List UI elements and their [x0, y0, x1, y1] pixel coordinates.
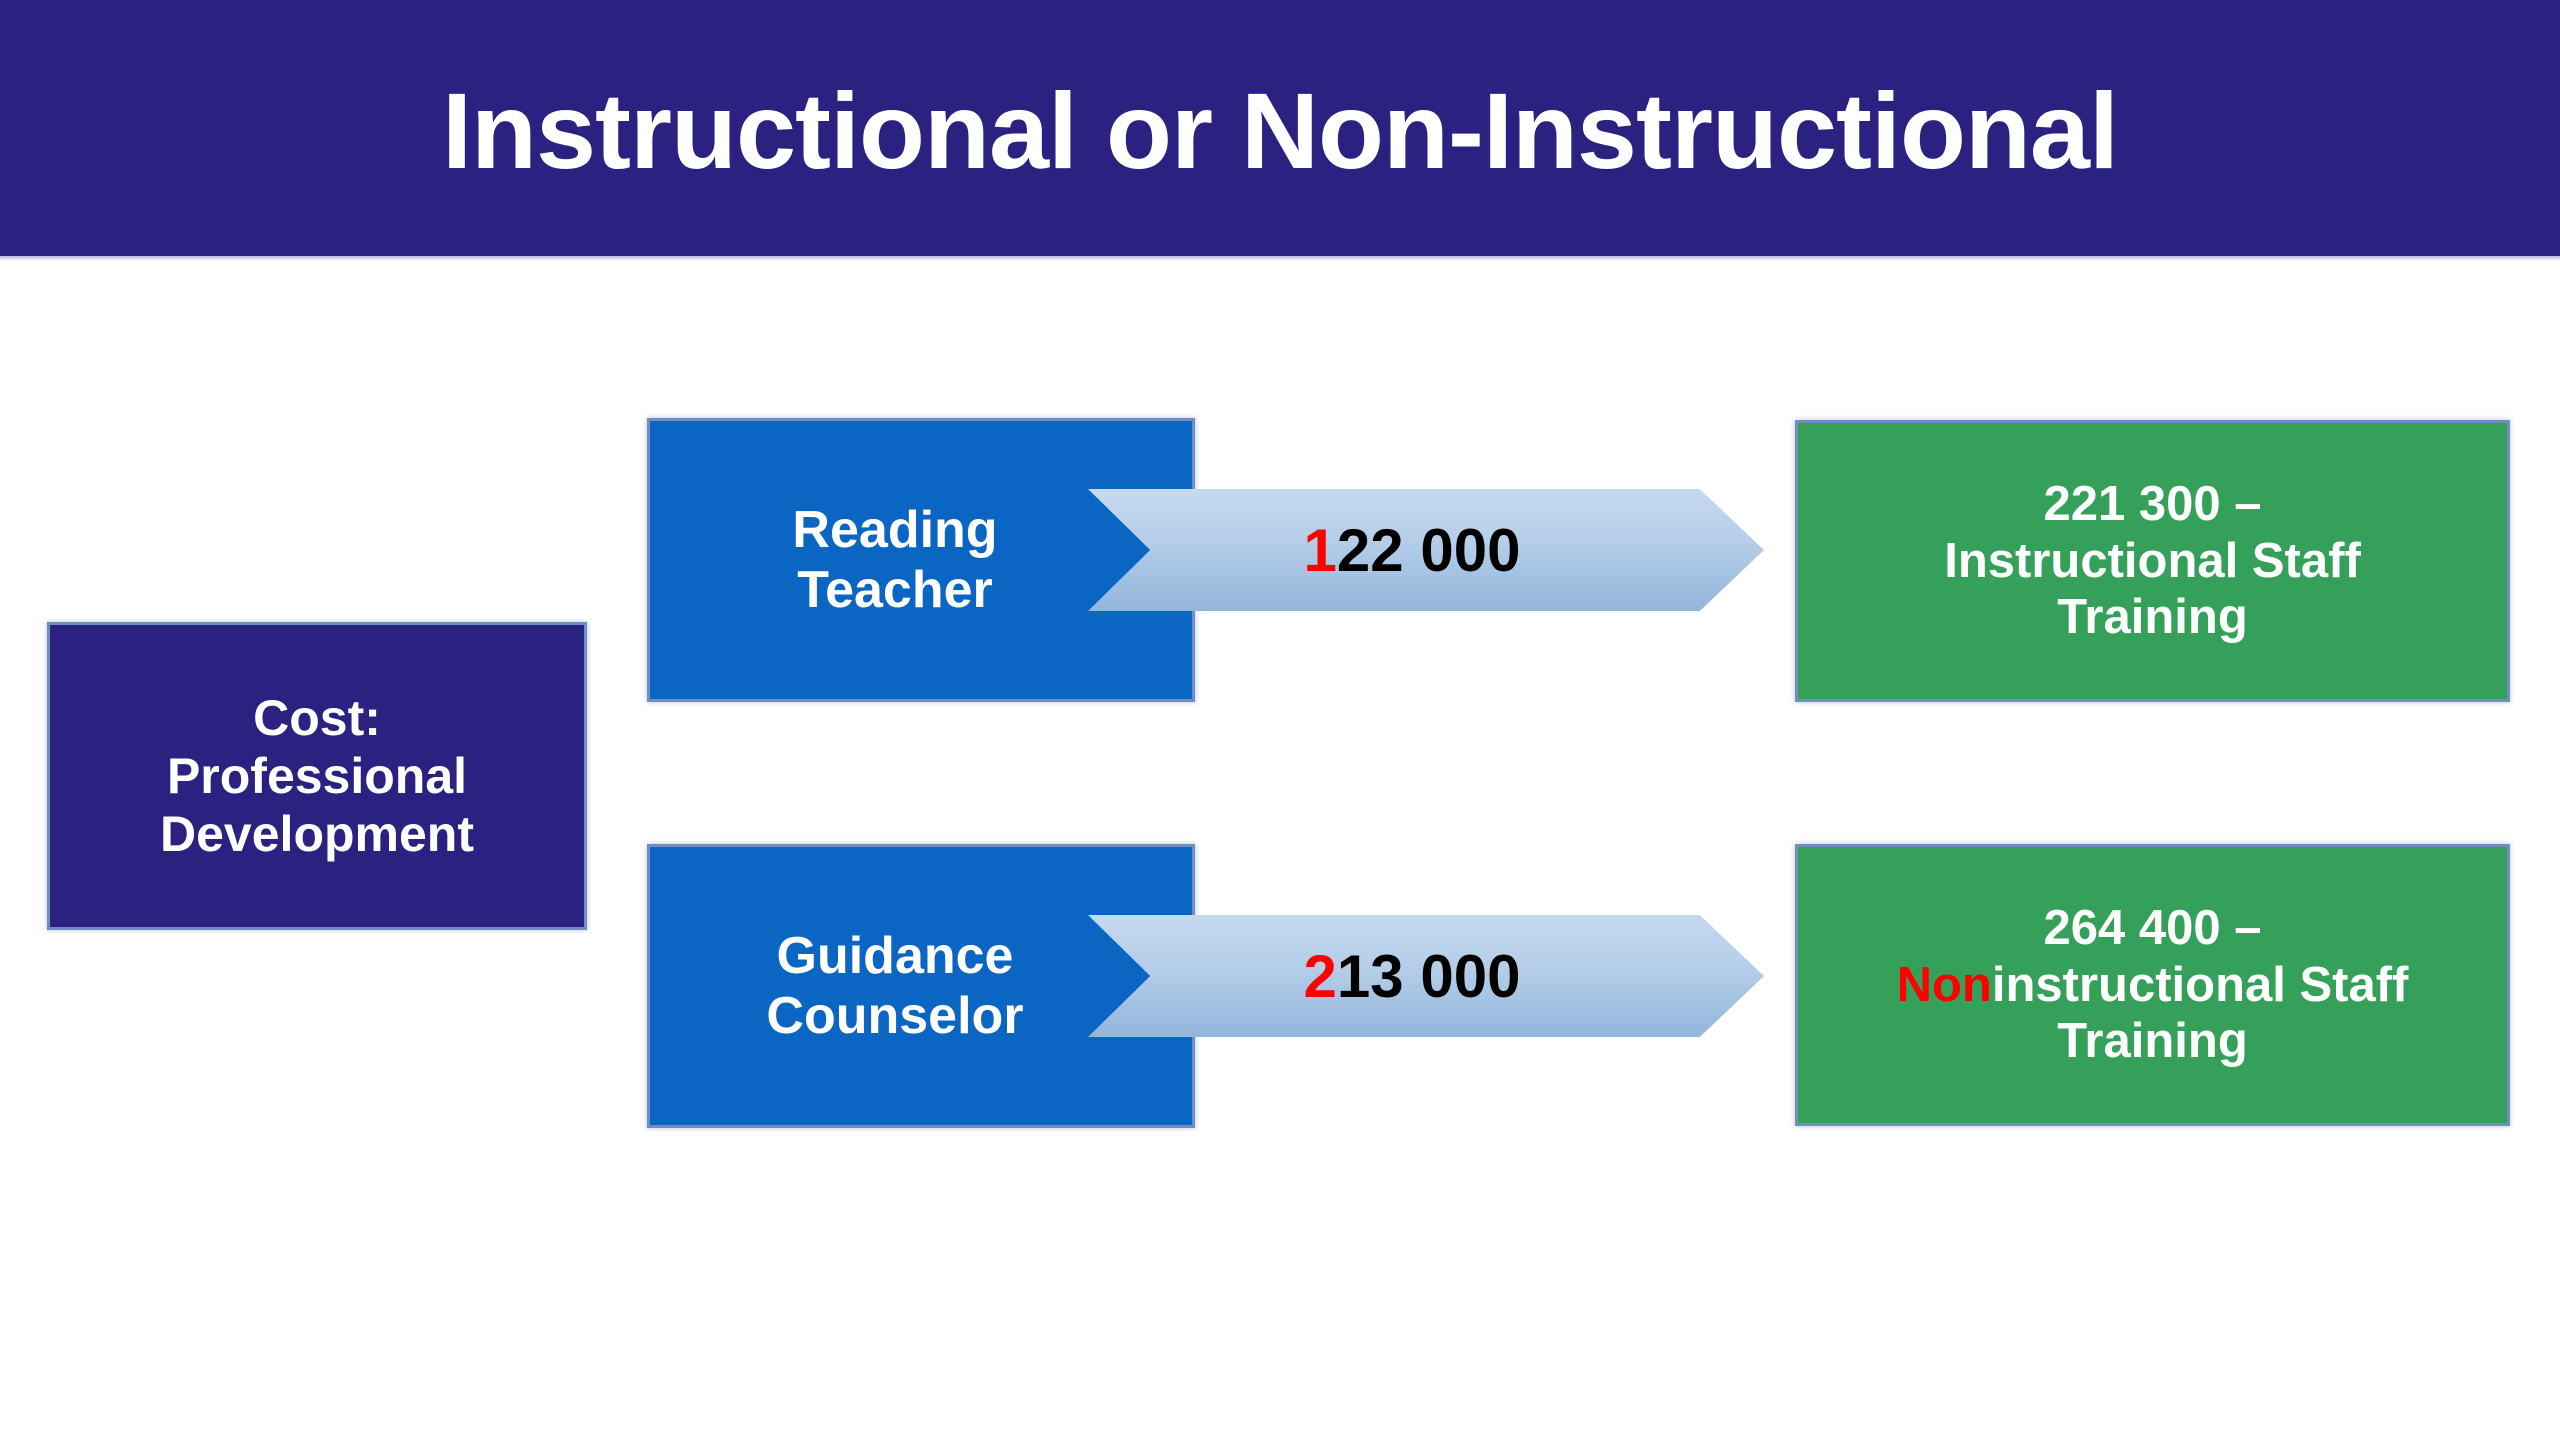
role-label-guidance-counselor: Guidance Counselor: [766, 926, 1075, 1047]
role-label-reading-teacher: Reading Teacher: [792, 500, 1049, 621]
slide-title: Instructional or Non-Instructional: [441, 70, 2119, 192]
role-box-guidance-counselor[interactable]: Guidance Counselor: [647, 844, 1195, 1128]
outcome-description-text: Instructional Staff: [1944, 533, 2361, 588]
cost-source-box[interactable]: Cost: Professional Development: [47, 622, 587, 930]
outcome-box-noninstructional[interactable]: 264 400 – Noninstructional Staff Trainin…: [1795, 844, 2510, 1126]
role-line-2: Counselor: [766, 987, 1024, 1045]
outcome-red-prefix: Non: [1896, 957, 1992, 1012]
chevron-arrow-icon: [1088, 489, 1764, 611]
outcome-number: 221 300 –: [2043, 476, 2262, 531]
role-box-reading-teacher[interactable]: Reading Teacher: [647, 418, 1195, 702]
arrow-code-rest: 13 000: [1336, 942, 1521, 1010]
outcome-number: 264 400 –: [2043, 900, 2262, 955]
outcome-label-noninstructional: 264 400 – Noninstructional Staff Trainin…: [1897, 900, 2409, 1070]
title-banner: Instructional or Non-Instructional: [0, 0, 2560, 256]
title-banner-divider: [0, 256, 2560, 261]
role-line-1: Guidance: [776, 926, 1014, 985]
outcome-box-instructional[interactable]: 221 300 – Instructional Staff Training: [1795, 420, 2510, 702]
cost-source-label: Cost: Professional Development: [160, 689, 474, 863]
role-line-2: Teacher: [797, 561, 993, 619]
cost-source-line-2: Professional: [166, 748, 468, 804]
cost-source-line-3: Development: [160, 806, 474, 862]
outcome-label-instructional: 221 300 – Instructional Staff Training: [1944, 476, 2361, 646]
cost-source-line-1: Cost:: [253, 690, 381, 746]
outcome-description-text: instructional Staff: [1991, 957, 2409, 1012]
outcome-line-3: Training: [2057, 1014, 2248, 1069]
outcome-description: Instructional Staff: [1944, 533, 2361, 590]
chevron-arrow-icon: [1088, 915, 1764, 1037]
arrow-code-lead-digit: 1: [1303, 516, 1337, 584]
arrow-code-lead-digit: 2: [1303, 942, 1337, 1010]
outcome-description: Noninstructional Staff: [1897, 957, 2409, 1014]
arrow-code-rest: 22 000: [1336, 516, 1521, 584]
role-line-1: Reading: [792, 500, 998, 559]
outcome-line-3: Training: [2057, 590, 2248, 645]
